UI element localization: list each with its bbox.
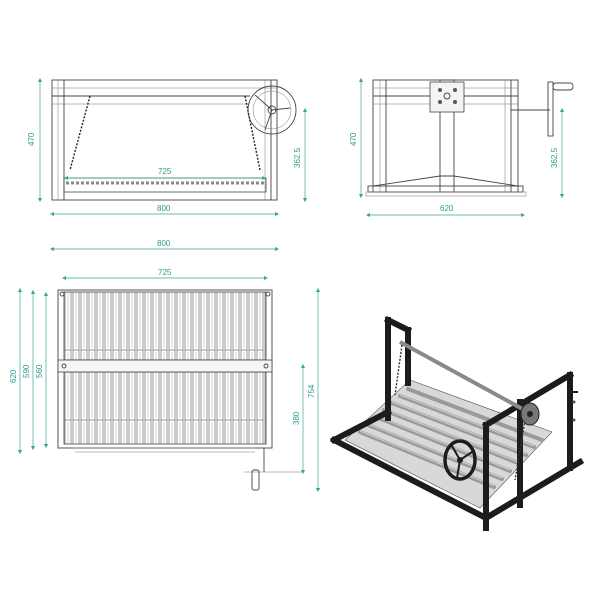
top-view: 800 725 620 590 560 754 380 (9, 239, 321, 493)
crank-wheel-front (247, 85, 297, 135)
front-view: 470 362.5 725 800 (27, 77, 308, 217)
front-grill-height-label: 362.5 (293, 147, 302, 168)
front-height-label: 470 (27, 132, 36, 146)
iso-handwheel (443, 439, 477, 481)
front-overall-width-label: 800 (157, 204, 171, 213)
chain-right (244, 95, 261, 171)
top-depth-590-label: 590 (22, 364, 31, 378)
side-depth-label: 620 (440, 204, 454, 213)
top-overall-width-label: 800 (157, 239, 171, 248)
isometric-view (329, 315, 585, 531)
side-view: 470 362.5 620 (349, 77, 574, 218)
top-grill-width-label: 725 (158, 268, 172, 277)
side-height-label: 470 (349, 132, 358, 146)
side-crank-handle (547, 81, 554, 137)
top-grate-lower (63, 371, 267, 445)
top-crank-handle (251, 469, 260, 491)
top-handle-depth-label: 754 (307, 384, 316, 398)
front-grate (63, 177, 267, 193)
iso-frame (329, 315, 585, 531)
top-half-depth-label: 380 (292, 411, 301, 425)
top-depth-620-label: 620 (9, 369, 18, 383)
chain-left (69, 95, 91, 171)
side-grill-height-label: 362.5 (550, 147, 559, 168)
top-crossbar (57, 359, 273, 373)
front-grill-width-label: 725 (158, 167, 172, 176)
front-frame-outline (51, 79, 278, 201)
top-depth-560-label: 560 (35, 364, 44, 378)
iso-axle (399, 340, 529, 414)
top-grate-upper (63, 291, 267, 361)
